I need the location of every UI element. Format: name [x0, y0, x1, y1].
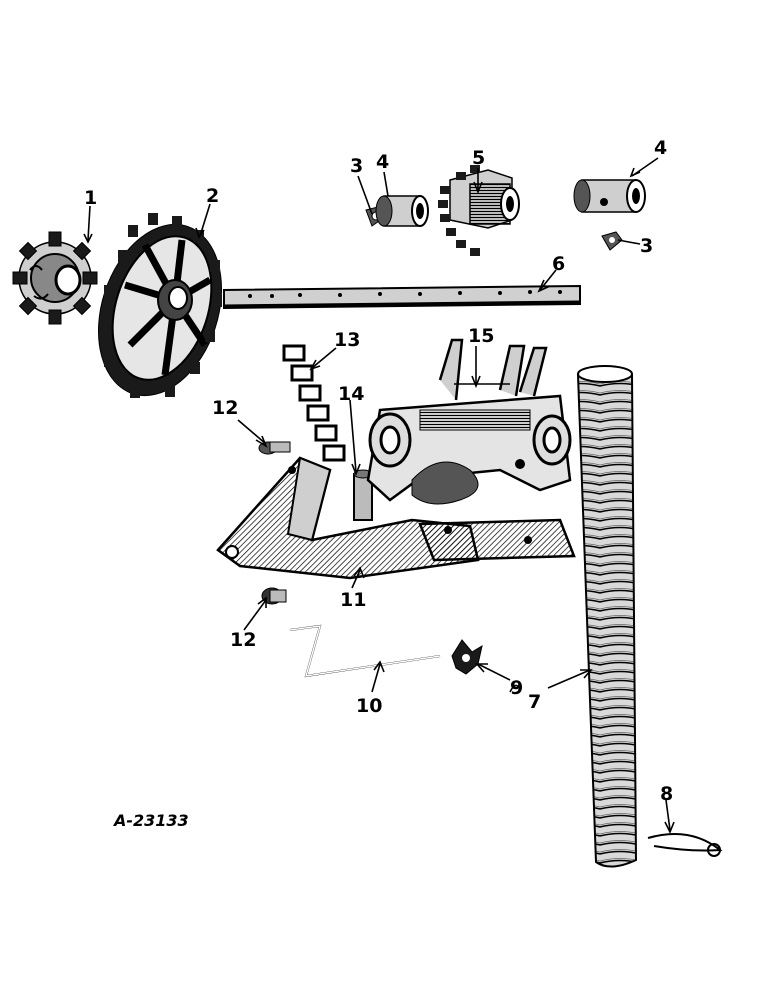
- callout-1: 1: [84, 187, 97, 209]
- callout-6: 6: [552, 253, 565, 275]
- part-11-mounting-plate: [216, 456, 576, 580]
- callout-12-upper: 12: [212, 397, 238, 419]
- part-3-cotter-right: [601, 231, 623, 251]
- callout-3-upper: 3: [350, 155, 363, 177]
- callout-4-upper: 4: [376, 151, 389, 173]
- drawing-id: A-23133: [112, 811, 189, 830]
- callout-15: 15: [468, 325, 494, 347]
- part-8-spring-clip: [647, 833, 723, 857]
- part-1-small-sprocket: [12, 231, 98, 325]
- callout-13: 13: [334, 329, 360, 351]
- callout-4-right: 4: [654, 137, 667, 159]
- callout-3-right: 3: [640, 235, 653, 257]
- callout-10: 10: [356, 695, 382, 717]
- callout-7: 7: [528, 691, 541, 713]
- part-6-shaft: [223, 284, 581, 310]
- callout-8: 8: [660, 783, 673, 805]
- part-14-pin: [353, 469, 373, 521]
- callouts: 1 2 3 4 5 4 3 6 13 15 14 12 11 12 10 9 7…: [84, 137, 673, 805]
- callout-11: 11: [340, 589, 366, 611]
- part-7-seed-tube: [576, 365, 638, 868]
- part-4-collar-right: [573, 179, 646, 213]
- callout-5: 5: [472, 147, 485, 169]
- part-9-wing-nut: [451, 639, 483, 675]
- part-5-bevel-gear: [438, 165, 520, 256]
- callout-9: 9: [510, 677, 523, 699]
- callout-14: 14: [338, 383, 364, 405]
- part-15-bracket: [366, 338, 572, 505]
- part-4-collar-upper: [375, 195, 429, 227]
- part-12-bolt-lower: [261, 587, 287, 605]
- part-10-crank-rod: [289, 624, 441, 678]
- callout-12-lower: 12: [230, 629, 256, 651]
- leader-lines: [83, 157, 675, 834]
- part-2-drive-wheel: [97, 213, 223, 398]
- callout-2: 2: [206, 185, 219, 207]
- part-13-chain-segment: [282, 344, 346, 462]
